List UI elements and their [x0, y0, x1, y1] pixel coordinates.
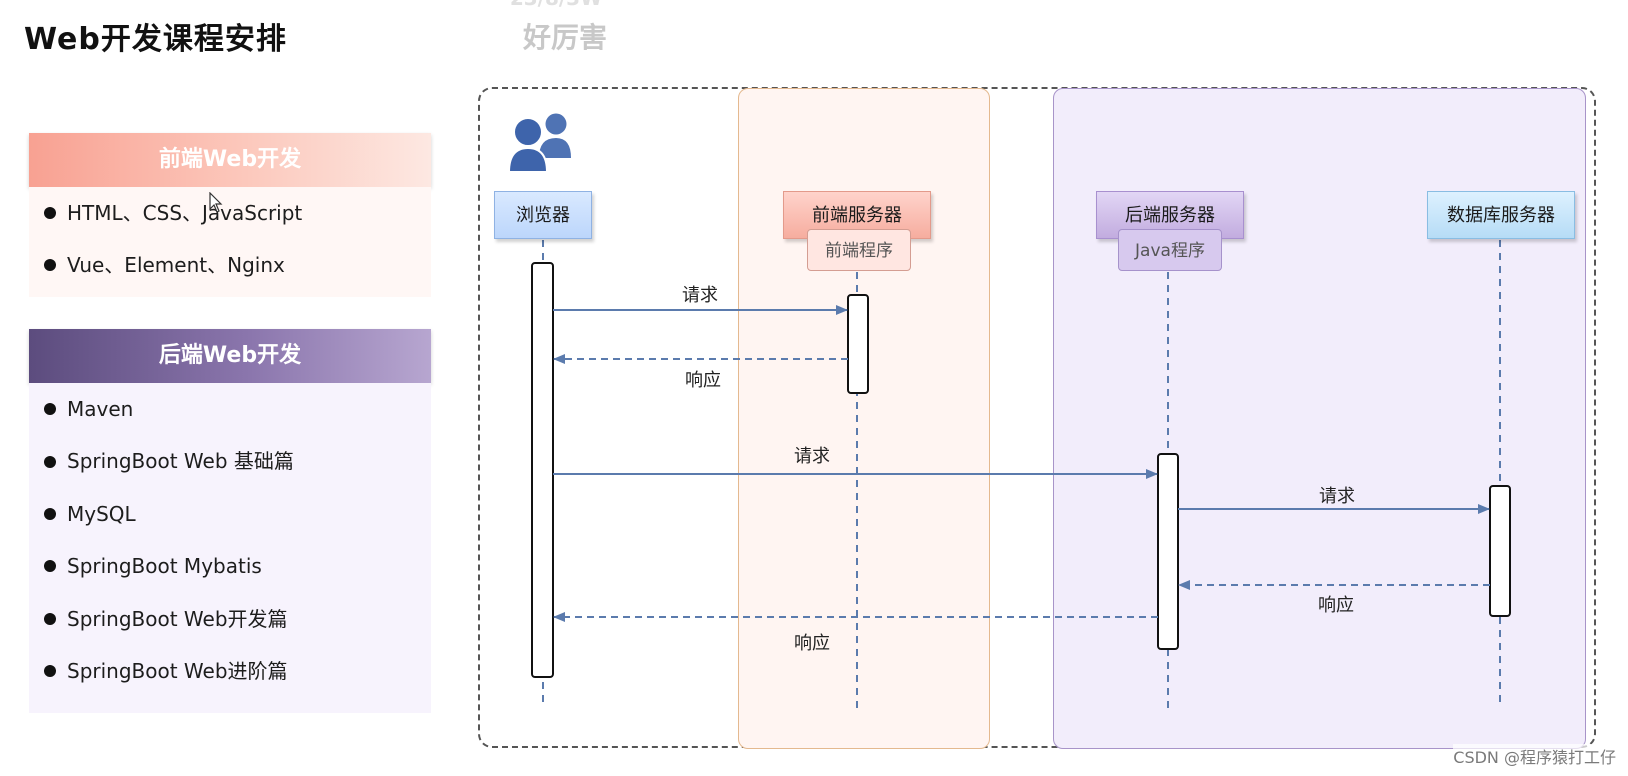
- page-title: Web开发课程安排: [24, 22, 287, 57]
- list-item: Vue、Element、Nginx: [29, 239, 431, 291]
- actor-database-server: 数据库服务器: [1427, 191, 1575, 239]
- frontend-program-label: 前端程序: [807, 229, 911, 271]
- bullet-icon: [44, 403, 56, 416]
- backend-section-header: 后端Web开发: [29, 329, 431, 383]
- list-item: MySQL: [29, 488, 431, 540]
- frontend-course-list: HTML、CSS、JavaScript Vue、Element、Nginx: [29, 187, 431, 297]
- backend-course-list: Maven SpringBoot Web 基础篇 MySQL SpringBoo…: [29, 383, 431, 713]
- watermark: CSDN @程序猿打工仔: [1453, 744, 1616, 768]
- list-item-label: Maven: [67, 397, 134, 421]
- list-item-label: MySQL: [67, 501, 136, 526]
- list-item: Maven: [29, 383, 431, 435]
- backend-program-label: Java程序: [1118, 229, 1222, 271]
- activation-backend-server: [1157, 453, 1179, 650]
- message-label: 响应: [685, 370, 721, 391]
- list-item-label: SpringBoot Web 基础篇: [67, 449, 294, 474]
- mouse-cursor-icon: [209, 192, 223, 213]
- activation-database-server: [1489, 485, 1511, 617]
- list-item-label: SpringBoot Web进阶篇: [67, 658, 288, 683]
- list-item: SpringBoot Web 基础篇: [29, 435, 431, 487]
- list-item: SpringBoot Web进阶篇: [29, 645, 431, 697]
- list-item: SpringBoot Web开发篇: [29, 593, 431, 645]
- message-label: 响应: [1318, 595, 1354, 616]
- actor-browser: 浏览器: [494, 191, 592, 239]
- users-icon: [507, 113, 571, 173]
- bullet-icon: [44, 612, 56, 625]
- overlay-text-main: 好厉害: [522, 21, 607, 54]
- bullet-icon: [44, 507, 56, 520]
- bullet-icon: [44, 560, 56, 573]
- message-label: 请求: [1319, 486, 1355, 507]
- bullet-icon: [44, 665, 56, 678]
- list-item: HTML、CSS、JavaScript: [29, 187, 431, 239]
- message-label: 响应: [794, 633, 830, 654]
- message-label: 请求: [682, 285, 718, 306]
- bullet-icon: [44, 259, 56, 271]
- bullet-icon: [44, 207, 56, 219]
- list-item-label: SpringBoot Web开发篇: [67, 606, 288, 631]
- overlay-text-top: 23/8/3W: [486, 0, 626, 10]
- activation-frontend-server: [847, 294, 869, 394]
- bullet-icon: [44, 455, 56, 468]
- list-item-label: SpringBoot Mybatis: [67, 554, 262, 579]
- message-label: 请求: [794, 446, 830, 467]
- diagram-frame: [478, 87, 1596, 748]
- activation-browser: [531, 262, 554, 678]
- list-item: SpringBoot Mybatis: [29, 540, 431, 592]
- list-item-label: Vue、Element、Nginx: [67, 253, 285, 277]
- frontend-section-header: 前端Web开发: [29, 133, 431, 187]
- list-item-label: HTML、CSS、JavaScript: [67, 201, 303, 225]
